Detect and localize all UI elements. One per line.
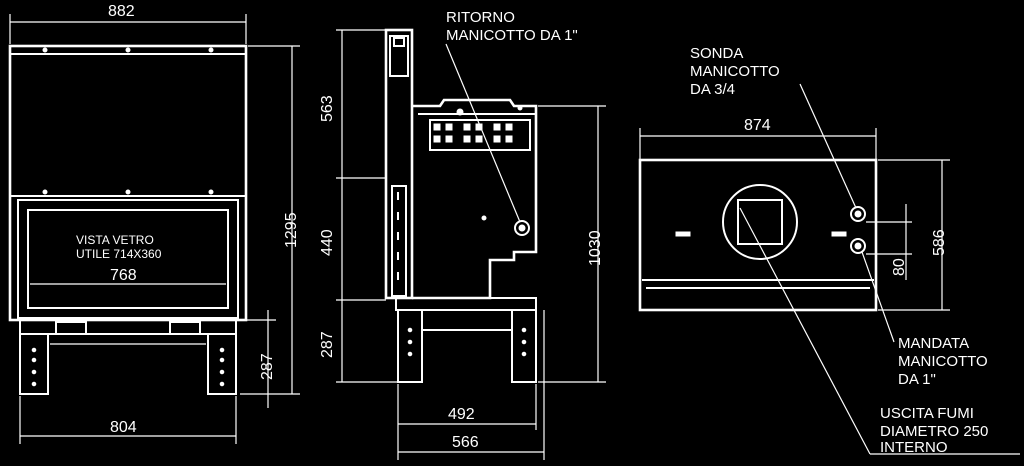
label-flow-line1: MANDATA	[898, 335, 969, 352]
dim-top-874: 874	[744, 117, 771, 134]
dim-side-563: 563	[319, 95, 336, 122]
dim-front-leg-287: 287	[259, 353, 276, 380]
label-return-line1: RITORNO	[446, 9, 515, 26]
label-flue-line3: INTERNO	[880, 439, 948, 456]
glass-window	[27, 209, 229, 309]
dim-side-566: 566	[452, 434, 479, 451]
label-flue-line1: USCITA FUMI	[880, 405, 974, 422]
label-flue-line2: DIAMETRO 250	[880, 423, 988, 440]
dim-front-width-882: 882	[108, 3, 135, 20]
front-view: 882 VISTA VETRO UTILE 714X360 768	[8, 3, 300, 444]
glass-label-line2: UTILE 714X360	[76, 247, 162, 261]
label-flow-line3: DA 1"	[898, 371, 936, 388]
dim-top-80: 80	[891, 258, 908, 276]
return-connector	[514, 220, 530, 236]
side-front-leg	[397, 309, 423, 383]
flow-connector	[850, 238, 866, 254]
glass-frame	[17, 199, 239, 319]
dim-top-586: 586	[931, 229, 948, 256]
dim-front-bottom-804: 804	[110, 419, 137, 436]
dim-side-492: 492	[448, 406, 475, 423]
left-leg	[19, 333, 49, 395]
flue-outlet	[722, 184, 798, 260]
dim-side-440: 440	[319, 229, 336, 256]
right-leg	[207, 333, 237, 395]
label-probe-line3: DA 3/4	[690, 81, 735, 98]
dim-side-287: 287	[319, 331, 336, 358]
side-view: 563 440 287	[319, 9, 606, 460]
glass-label-line1: VISTA VETRO	[76, 233, 154, 247]
top-body	[638, 158, 878, 312]
top-view: 874 586 80 SONDA MANICOTTO DA 3/4 MANDA	[638, 45, 1020, 456]
probe-connector	[850, 206, 866, 222]
label-probe-line1: SONDA	[690, 45, 743, 62]
dim-front-height-1295: 1295	[283, 212, 300, 248]
label-probe-line2: MANICOTTO	[690, 63, 780, 80]
dim-glass-width-768: 768	[110, 267, 137, 284]
label-flow-line2: MANICOTTO	[898, 353, 988, 370]
dim-side-1030: 1030	[587, 230, 604, 266]
label-return-line2: MANICOTTO DA 1"	[446, 27, 578, 44]
side-rear-leg	[511, 309, 537, 383]
